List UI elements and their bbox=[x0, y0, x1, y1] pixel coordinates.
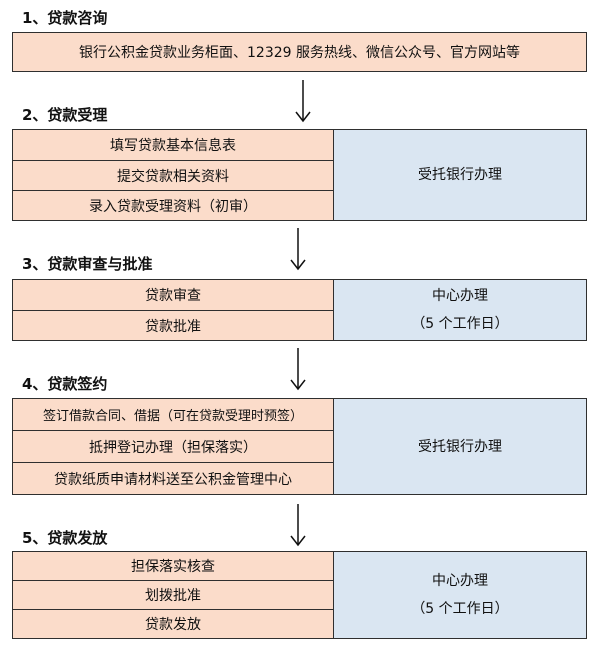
step-5-title: 5、贷款发放 bbox=[22, 529, 108, 547]
step-4-handler-label: 受托银行办理 bbox=[418, 438, 502, 455]
step-2-box: 填写贷款基本信息表 提交贷款相关资料 录入贷款受理资料（初审） 受托银行办理 bbox=[12, 129, 587, 221]
step-5-handler: 中心办理 （5 个工作日） bbox=[333, 552, 586, 638]
step-3-item-2: 贷款批准 bbox=[13, 310, 333, 340]
step-4-title: 4、贷款签约 bbox=[22, 375, 108, 393]
step-4-item-2: 抵押登记办理（担保落实） bbox=[13, 430, 333, 462]
arrow-down-icon bbox=[290, 348, 306, 391]
step-5-item-2: 划拨批准 bbox=[13, 580, 333, 609]
step-3-handler: 中心办理 （5 个工作日） bbox=[333, 280, 586, 340]
step-1-title: 1、贷款咨询 bbox=[22, 9, 108, 27]
step-5-handler-label: 中心办理 bbox=[432, 573, 488, 589]
step-3-item-1: 贷款审查 bbox=[145, 288, 201, 304]
step-2-handler-label: 受托银行办理 bbox=[418, 167, 502, 183]
step-4-item-3: 贷款纸质申请材料送至公积金管理中心 bbox=[13, 462, 333, 494]
arrow-down-icon bbox=[295, 80, 311, 123]
step-5-box: 担保落实核查 划拨批准 贷款发放 中心办理 （5 个工作日） bbox=[12, 551, 587, 639]
step-3-title: 3、贷款审查与批准 bbox=[22, 255, 153, 273]
arrow-down-icon bbox=[290, 228, 306, 271]
step-2-item-3: 录入贷款受理资料（初审） bbox=[13, 190, 333, 220]
step-4-handler: 受托银行办理 bbox=[333, 399, 586, 494]
step-2-title: 2、贷款受理 bbox=[22, 106, 108, 124]
step-5-item-3: 贷款发放 bbox=[13, 609, 333, 638]
step-2-item-2: 提交贷款相关资料 bbox=[13, 160, 333, 190]
step-2-handler: 受托银行办理 bbox=[333, 130, 586, 220]
step-1-item-1: 银行公积金贷款业务柜面、12329 服务热线、微信公众号、官方网站等 bbox=[79, 45, 520, 61]
step-2-item-1: 填写贷款基本信息表 bbox=[110, 138, 236, 154]
step-3-handler-label: 中心办理 bbox=[432, 288, 488, 304]
step-4-box: 签订借款合同、借据（可在贷款受理时预签） 抵押登记办理（担保落实） 贷款纸质申请… bbox=[12, 398, 587, 495]
step-3-handler-duration: （5 个工作日） bbox=[411, 316, 509, 332]
step-3-box: 贷款审查 贷款批准 中心办理 （5 个工作日） bbox=[12, 279, 587, 341]
step-1-box: 银行公积金贷款业务柜面、12329 服务热线、微信公众号、官方网站等 bbox=[12, 32, 587, 72]
arrow-down-icon bbox=[290, 504, 306, 547]
step-4-item-1: 签订借款合同、借据（可在贷款受理时预签） bbox=[42, 409, 303, 424]
step-5-item-1: 担保落实核查 bbox=[131, 559, 215, 575]
step-5-handler-duration: （5 个工作日） bbox=[411, 601, 509, 617]
